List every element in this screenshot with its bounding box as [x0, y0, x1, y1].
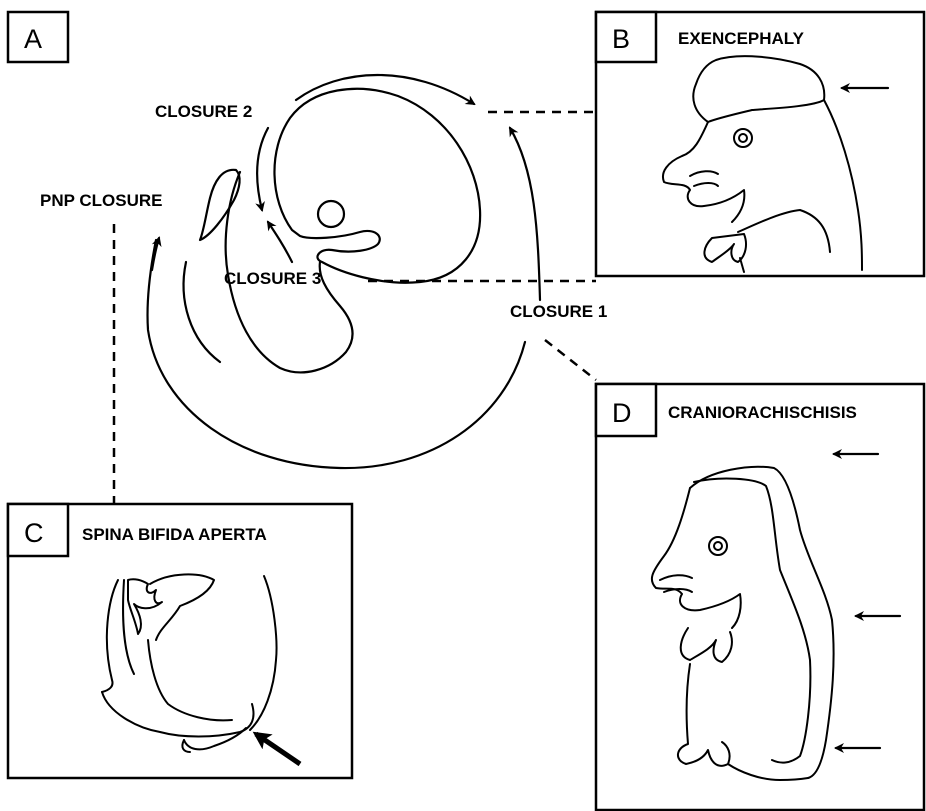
- panel-b-title: EXENCEPHALY: [678, 29, 805, 48]
- closure-1-arc-upper: [510, 128, 540, 300]
- embryo-tail-outline: [200, 170, 240, 240]
- panel-d-frame: [596, 384, 924, 810]
- embryo-outline: [274, 89, 480, 283]
- panel-d-title: CRANIORACHISCHISIS: [668, 403, 857, 422]
- panel-a: A CLOSURE 2 CLOSURE 3 CLOSURE 1 PNP CLOS…: [8, 12, 607, 468]
- closure-3-label: CLOSURE 3: [224, 269, 321, 288]
- panel-b-letter: B: [612, 24, 630, 54]
- panel-a-letter: A: [24, 24, 42, 54]
- embryo-eye: [318, 201, 344, 227]
- pnp-closure-label: PNP CLOSURE: [40, 191, 163, 210]
- connector-closure-1-to-d: [545, 340, 596, 380]
- embryo-inner-fold: [184, 262, 220, 362]
- closure-2-label: CLOSURE 2: [155, 102, 252, 121]
- panel-b: B EXENCEPHALY: [596, 12, 924, 276]
- panel-c-title: SPINA BIFIDA APERTA: [82, 525, 267, 544]
- panel-c-letter: C: [24, 518, 44, 548]
- panel-c: C SPINA BIFIDA APERTA: [8, 504, 352, 778]
- closure-3-arrow: [268, 222, 292, 262]
- panel-d: D CRANIORACHISCHISIS: [596, 384, 924, 810]
- closure-2-down-arrow: [257, 128, 268, 210]
- panel-d-letter: D: [612, 398, 632, 428]
- closure-1-arc-lower: [147, 240, 525, 468]
- closure-2-arc: [296, 75, 474, 104]
- closure-1-label: CLOSURE 1: [510, 302, 607, 321]
